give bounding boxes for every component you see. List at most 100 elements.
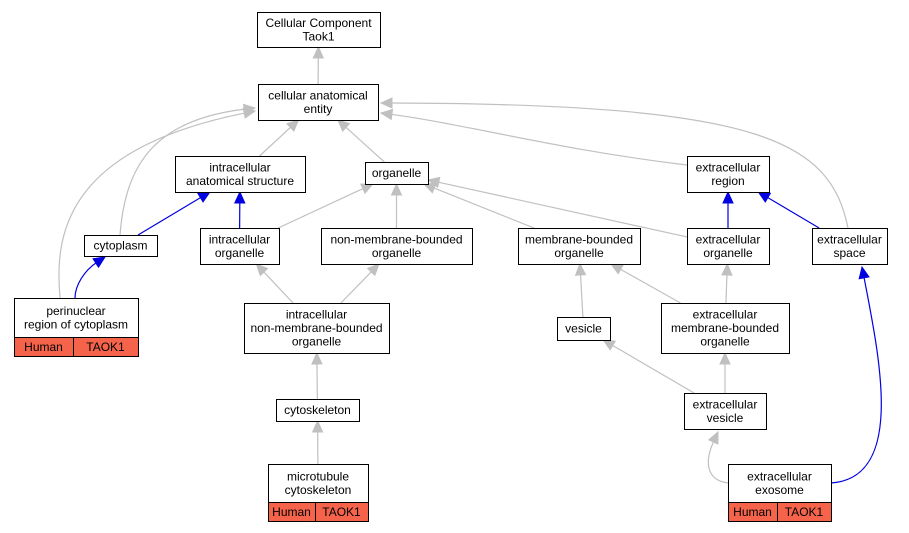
term-box	[365, 162, 429, 185]
term-box	[687, 228, 770, 265]
edge-line	[262, 270, 294, 304]
edge-line	[707, 440, 729, 484]
term-label: organelle	[703, 246, 753, 260]
edge-arrowhead	[379, 97, 393, 109]
term-node-cyto[interactable]: cytoplasm	[84, 235, 158, 257]
edge-line	[390, 113, 688, 166]
edge-arrowhead	[574, 262, 587, 276]
term-label: cytoskeleton	[284, 403, 351, 417]
term-node-ves[interactable]: vesicle	[557, 317, 611, 341]
term-label: extracellular	[693, 397, 758, 411]
term-label: extracellular	[747, 469, 812, 483]
edge-arrowhead	[311, 351, 323, 365]
edge-arrowhead	[379, 108, 394, 121]
edge-arrowhead	[426, 176, 441, 189]
term-label: cytoplasm	[93, 239, 147, 253]
term-label: microtubule	[287, 469, 349, 483]
term-label: membrane-bounded	[525, 232, 633, 246]
gene-cell	[315, 502, 369, 522]
edge-arrowhead	[422, 182, 437, 194]
edge-exmbo-to-exo	[721, 262, 733, 304]
edge-mtc-to-csk	[311, 419, 324, 465]
edge-line	[579, 273, 584, 318]
term-box	[257, 12, 381, 48]
edge-arrowhead	[858, 265, 870, 280]
edge-nmbo-to-org	[390, 182, 403, 228]
term-box	[321, 228, 473, 265]
term-label: organelle	[215, 246, 265, 260]
term-label: vesicle	[565, 322, 602, 336]
edge-peri-to-cyto	[74, 256, 107, 299]
term-label: organelle	[372, 246, 422, 260]
edge-arrowhead	[609, 263, 624, 275]
term-box	[557, 317, 611, 341]
edge-cae-to-cc	[312, 45, 325, 85]
term-label: region	[711, 174, 744, 188]
edge-exv-to-exmbo	[719, 351, 731, 393]
edge-exo-to-org	[426, 176, 688, 238]
edge-line	[437, 181, 688, 238]
edge-exo-to-exr	[722, 190, 734, 228]
term-box	[728, 464, 832, 503]
term-label: membrane-bounded	[671, 321, 779, 335]
edge-line	[830, 276, 882, 484]
term-node-csk[interactable]: cytoskeleton	[276, 399, 360, 422]
edge-arrowhead	[337, 119, 351, 132]
term-label: perinuclear	[46, 304, 105, 318]
term-label: intracellular	[209, 232, 270, 246]
term-label: organelle	[554, 246, 604, 260]
term-label: entity	[304, 102, 333, 116]
edge-org-to-cae	[337, 119, 385, 163]
term-box	[661, 303, 790, 354]
term-label: space	[833, 246, 865, 260]
edge-arrowhead	[719, 351, 731, 365]
term-box	[684, 393, 767, 430]
term-label: organelle	[700, 335, 750, 349]
edge-arrowhead	[757, 191, 772, 203]
edge-line	[766, 196, 820, 229]
edge-line	[611, 344, 695, 394]
edge-line	[119, 108, 246, 236]
term-node-org[interactable]: organelle	[365, 162, 429, 185]
term-label: region of cytoplasm	[24, 317, 128, 331]
term-box	[84, 235, 158, 257]
term-box	[14, 298, 139, 338]
edge-arrowhead	[311, 419, 324, 433]
edge-ias-to-cae	[259, 119, 300, 157]
term-label: cytoskeleton	[285, 483, 352, 497]
edge-line	[433, 187, 535, 229]
edge-arrowhead	[242, 107, 257, 119]
edge-peri-to-cae	[58, 107, 257, 299]
gene-cell	[73, 337, 139, 357]
species-label: Human	[733, 505, 772, 519]
term-label: cellular anatomical	[268, 88, 367, 102]
gene-label: TAOK1	[322, 505, 361, 519]
term-box	[258, 84, 379, 121]
term-label: exosome	[755, 483, 804, 497]
term-label: vesicle	[707, 411, 744, 425]
edge-exom-to-exv	[707, 430, 729, 484]
edge-arrowhead	[707, 430, 719, 445]
edge-cyto-to-ias	[137, 191, 211, 236]
term-node-inmbo[interactable]: intracellularnon-membrane-boundedorganel…	[244, 303, 390, 354]
edge-arrowhead	[312, 45, 325, 59]
